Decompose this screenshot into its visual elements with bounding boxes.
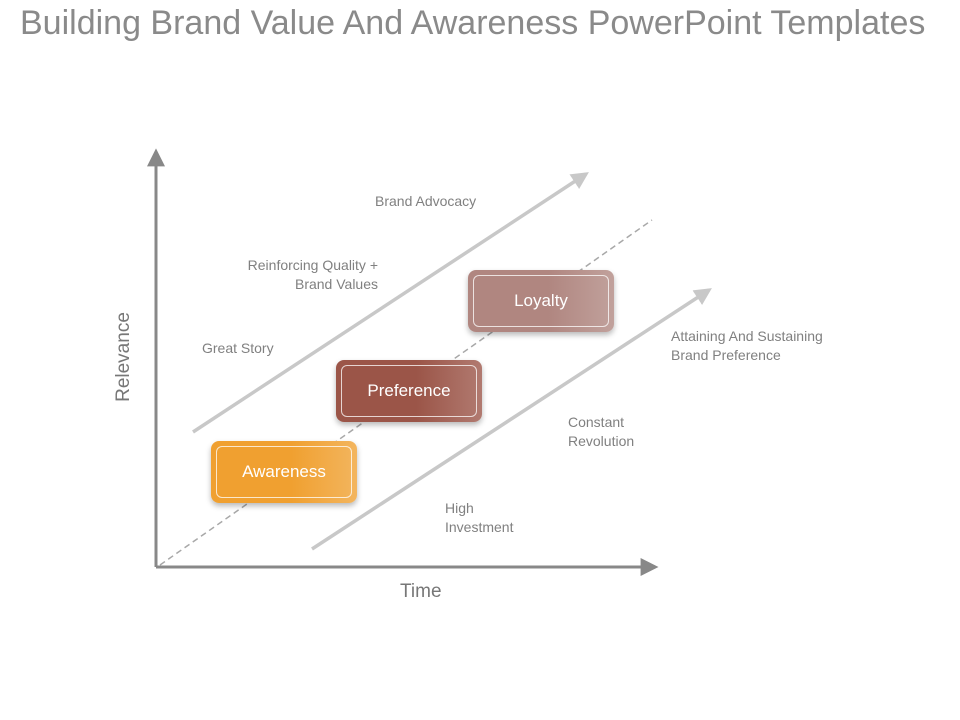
page-title: Building Brand Value And Awareness Power… <box>20 4 926 42</box>
attaining-line-1: Attaining And Sustaining <box>671 328 823 344</box>
lower-diagonal-arrow <box>311 288 712 551</box>
upper-diagonal-arrow <box>192 172 589 434</box>
attaining-label: Attaining And Sustaining Brand Preferenc… <box>671 327 823 365</box>
high-line-1: High <box>445 500 474 516</box>
stage-awareness: Awareness <box>211 441 357 503</box>
x-axis-label: Time <box>400 581 442 602</box>
constant-line-1: Constant <box>568 414 625 430</box>
high-line-2: Investment <box>445 519 514 535</box>
y-axis-label: Relevance <box>113 312 134 402</box>
high-investment-label: High Investment <box>445 499 513 537</box>
reinforcing-line-1: Reinforcing Quality + <box>247 257 378 273</box>
great-story-label: Great Story <box>202 340 274 356</box>
constant-revolution-label: Constant Revolution <box>568 413 634 451</box>
reinforcing-line-2: Brand Values <box>294 276 378 292</box>
stage-preference-label: Preference <box>341 365 477 417</box>
stage-loyalty-label: Loyalty <box>473 275 609 327</box>
brand-advocacy-label: Brand Advocacy <box>375 193 477 209</box>
constant-line-2: Revolution <box>568 433 635 449</box>
reinforcing-label: Reinforcing Quality + Brand Values <box>210 256 378 294</box>
stage-awareness-label: Awareness <box>216 446 352 498</box>
stage-loyalty: Loyalty <box>468 270 614 332</box>
stage-preference: Preference <box>336 360 482 422</box>
attaining-line-2: Brand Preference <box>671 347 781 363</box>
